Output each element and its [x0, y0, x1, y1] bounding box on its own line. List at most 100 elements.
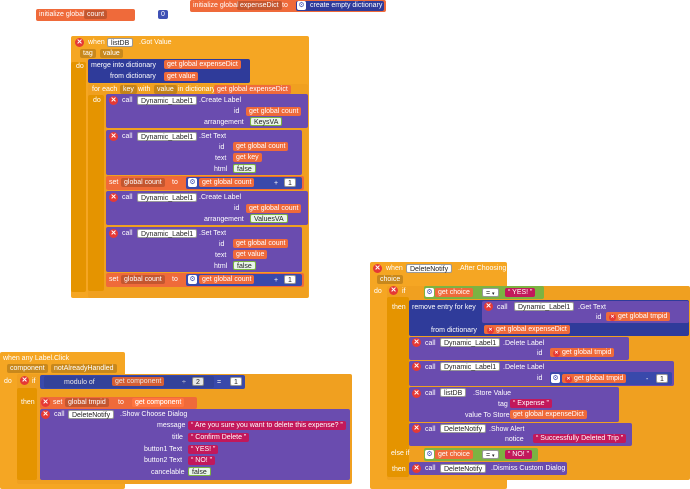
- button1-text[interactable]: “ YES! ”: [188, 445, 219, 454]
- set-var-select[interactable]: global count: [121, 178, 165, 187]
- get-expense[interactable]: get global expenseDict: [510, 410, 587, 419]
- get-value[interactable]: get value: [233, 250, 268, 259]
- label-component-select[interactable]: Dynamic_Label1: [440, 338, 501, 347]
- message-text[interactable]: “ Are you sure you want to delete this e…: [188, 421, 346, 430]
- get-component[interactable]: get component: [132, 398, 185, 407]
- warning-icon[interactable]: ✕: [41, 410, 50, 419]
- gotvalue-param-value[interactable]: value: [100, 49, 123, 58]
- number-one[interactable]: 1: [284, 275, 296, 284]
- gear-icon[interactable]: ⚙: [188, 275, 197, 284]
- get-tmpid[interactable]: ✕ get global tmpid: [606, 312, 671, 321]
- init-count-value[interactable]: 0: [158, 10, 168, 19]
- delete-label-block-2[interactable]: ✕ call Dynamic_Label1 .Delete Label id ⚙…: [409, 361, 674, 386]
- get-global-count[interactable]: get global count: [199, 178, 255, 187]
- set-count-block-2[interactable]: set global count to ⚙ get global count +…: [106, 273, 304, 287]
- labelclick-param-component[interactable]: component: [7, 364, 48, 373]
- set-text-value-block[interactable]: ✕ call Dynamic_Label1 .Set Text id get g…: [106, 227, 302, 272]
- warning-icon[interactable]: ✕: [373, 264, 382, 273]
- get-text-call-block[interactable]: ✕ call Dynamic_Label1 .Get Text id ✕ get…: [482, 301, 689, 323]
- add-block[interactable]: ⚙ get global count + 1: [186, 274, 302, 286]
- warning-icon[interactable]: ✕: [484, 302, 493, 311]
- compare-equal-block[interactable]: modulo of get component ÷ 2 = 1: [40, 375, 245, 389]
- warning-icon[interactable]: ✕: [75, 38, 84, 47]
- get-component[interactable]: get component: [112, 377, 165, 386]
- no-text[interactable]: “ NO! ”: [505, 450, 533, 459]
- get-global-count[interactable]: get global count: [199, 275, 255, 284]
- label-component-select[interactable]: Dynamic_Label1: [137, 229, 198, 238]
- merge-get-expense[interactable]: get global expenseDict: [164, 60, 241, 69]
- get-choice[interactable]: get choice: [435, 288, 473, 297]
- warning-icon[interactable]: ✕: [412, 464, 421, 473]
- set-text-key-block[interactable]: ✕ call Dynamic_Label1 .Set Text id get g…: [106, 130, 302, 175]
- notify-component-select[interactable]: DeleteNotify: [68, 410, 115, 419]
- gotvalue-param-tag[interactable]: tag: [80, 49, 96, 58]
- warning-icon[interactable]: ✕: [412, 338, 421, 347]
- warning-icon[interactable]: ✕: [109, 193, 118, 202]
- show-alert-block[interactable]: ✕ call DeleteNotify .Show Alert notice “…: [409, 423, 632, 446]
- remove-entry-block[interactable]: remove entry for key ✕ call Dynamic_Labe…: [409, 300, 689, 336]
- warning-icon[interactable]: ✕: [109, 96, 118, 105]
- warning-icon[interactable]: ✕: [109, 229, 118, 238]
- get-tmpid[interactable]: ✕ get global tmpid: [550, 348, 615, 357]
- foreach-value-var[interactable]: value: [154, 85, 177, 94]
- elseif-compare-no-block[interactable]: ⚙ get choice = ▾ “ NO! ”: [424, 448, 538, 461]
- get-global-count[interactable]: get global count: [233, 239, 289, 248]
- gear-icon[interactable]: ⚙: [188, 178, 197, 187]
- merge-get-value[interactable]: get value: [164, 72, 199, 81]
- foreach-get-expense[interactable]: get global expenseDict: [214, 85, 291, 94]
- init-expense-block[interactable]: initialize global expenseDict to ⚙ creat…: [190, 0, 386, 12]
- gotvalue-component[interactable]: listDB: [107, 38, 134, 47]
- title-text[interactable]: “ Confirm Delete ”: [188, 433, 250, 442]
- warning-icon[interactable]: ✕: [412, 424, 421, 433]
- label-component-select[interactable]: Dynamic_Label1: [137, 96, 198, 105]
- html-false[interactable]: false: [233, 261, 256, 270]
- labelclick-param-handled[interactable]: notAlreadyHandled: [51, 364, 117, 373]
- warning-icon[interactable]: ✕: [109, 132, 118, 141]
- warning-icon[interactable]: ✕: [412, 389, 421, 398]
- cancelable-false[interactable]: false: [188, 467, 211, 476]
- gear-icon[interactable]: ⚙: [425, 288, 434, 297]
- get-global-count[interactable]: get global count: [246, 107, 302, 116]
- create-label-keys-block[interactable]: ✕ call Dynamic_Label1 .Create Label id g…: [106, 94, 308, 128]
- subtract-block[interactable]: ⚙ ✕ get global tmpid - 1: [550, 372, 672, 385]
- expense-text[interactable]: “ Expense ”: [510, 399, 552, 408]
- create-label-values-block[interactable]: ✕ call Dynamic_Label1 .Create Label id g…: [106, 191, 308, 225]
- warning-icon[interactable]: ✕: [412, 362, 421, 371]
- gear-icon[interactable]: ⚙: [425, 450, 434, 459]
- delete-label-block-1[interactable]: ✕ call Dynamic_Label1 .Delete Label id ✕…: [409, 337, 629, 360]
- label-component-select[interactable]: Dynamic_Label1: [440, 362, 501, 371]
- if-compare-yes-block[interactable]: ⚙ get choice = ▾ “ YES! ”: [424, 286, 544, 299]
- get-global-count[interactable]: get global count: [233, 142, 289, 151]
- set-count-block-1[interactable]: set global count to ⚙ get global count +…: [106, 176, 304, 190]
- init-count-block[interactable]: initialize global count to 0: [36, 9, 168, 21]
- show-choose-dialog-block[interactable]: ✕ call DeleteNotify .Show Choose Dialog …: [40, 409, 350, 480]
- create-empty-dict-block[interactable]: ⚙ create empty dictionary: [296, 1, 384, 11]
- warning-icon[interactable]: ✕: [389, 286, 398, 295]
- set-var-select[interactable]: global count: [121, 275, 165, 284]
- label-component-select[interactable]: Dynamic_Label1: [137, 193, 198, 202]
- label-component-select[interactable]: Dynamic_Label1: [514, 302, 575, 311]
- foreach-key-var[interactable]: key: [120, 85, 137, 94]
- add-block[interactable]: ⚙ get global count + 1: [186, 177, 302, 189]
- init-expense-name[interactable]: expenseDict: [237, 1, 282, 10]
- gear-icon[interactable]: ⚙: [297, 1, 306, 10]
- merge-dict-block[interactable]: merge into dictionary get global expense…: [88, 59, 250, 83]
- modulo-block[interactable]: modulo of get component ÷ 2: [44, 376, 214, 388]
- store-value-block[interactable]: ✕ call listDB .Store Value tag “ Expense…: [409, 387, 619, 422]
- afterchoosing-component[interactable]: DeleteNotify: [406, 264, 453, 273]
- button2-text[interactable]: “ NO! ”: [188, 456, 216, 465]
- get-tmpid[interactable]: ✕ get global tmpid: [562, 374, 627, 383]
- notify-component-select[interactable]: DeleteNotify: [440, 464, 487, 473]
- get-choice[interactable]: get choice: [435, 450, 473, 459]
- get-expense[interactable]: ✕ get global expenseDict: [484, 325, 570, 334]
- get-key[interactable]: get key: [233, 153, 262, 162]
- number-one[interactable]: 1: [230, 377, 242, 386]
- equals-operator[interactable]: = ▾: [482, 288, 499, 297]
- warning-icon[interactable]: ✕: [20, 376, 29, 385]
- get-global-count[interactable]: get global count: [246, 204, 302, 213]
- yes-text[interactable]: “ YES! ”: [505, 288, 536, 297]
- keysva-component[interactable]: KeysVA: [250, 117, 283, 126]
- dismiss-dialog-block[interactable]: ✕ call DeleteNotify .Dismiss Custom Dial…: [409, 462, 567, 475]
- set-var-select[interactable]: global tmpid: [65, 398, 109, 407]
- html-false[interactable]: false: [233, 164, 256, 173]
